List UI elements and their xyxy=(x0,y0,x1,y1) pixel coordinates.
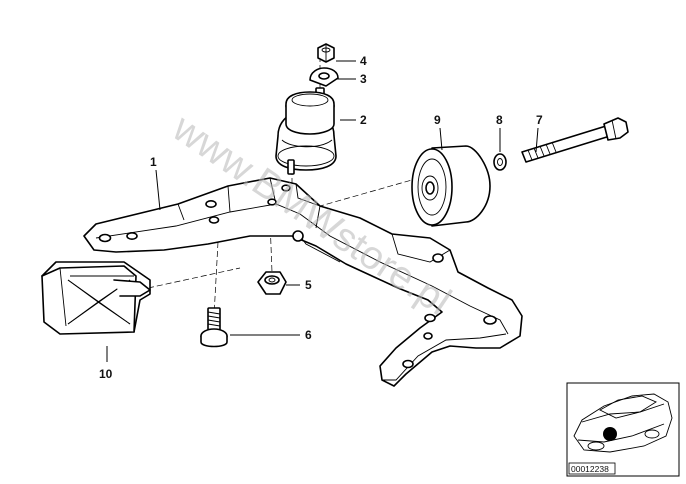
crossmember-icon[interactable] xyxy=(83,177,523,387)
car-silhouette-icon xyxy=(573,393,673,453)
callout-8[interactable]: 8 xyxy=(496,113,503,127)
roller-icon[interactable] xyxy=(411,145,491,227)
locator-thumbnail[interactable]: 00012238 xyxy=(566,382,680,477)
callout-4[interactable]: 4 xyxy=(360,54,367,68)
callout-10[interactable]: 10 xyxy=(99,367,113,381)
callout-2[interactable]: 2 xyxy=(360,113,367,127)
callout-3[interactable]: 3 xyxy=(360,72,367,86)
long-bolt-icon[interactable] xyxy=(521,117,629,163)
lower-nut-icon[interactable] xyxy=(257,271,287,295)
rubber-mount-icon[interactable] xyxy=(275,87,337,175)
callout-6[interactable]: 6 xyxy=(305,328,312,342)
nut-icon[interactable] xyxy=(317,43,335,63)
callout-5[interactable]: 5 xyxy=(305,278,312,292)
flat-washer-icon[interactable] xyxy=(493,153,507,171)
locator-marker xyxy=(603,427,617,441)
leader-lines xyxy=(106,60,539,362)
callout-1[interactable]: 1 xyxy=(150,155,157,169)
washer-icon[interactable] xyxy=(309,67,339,87)
short-bolt-icon[interactable] xyxy=(200,307,228,348)
callouts: 1 2 3 4 5 6 7 8 9 10 xyxy=(99,54,543,381)
buffer-icon[interactable] xyxy=(41,261,151,335)
callout-9[interactable]: 9 xyxy=(434,113,441,127)
callout-7[interactable]: 7 xyxy=(536,113,543,127)
reference-code: 00012238 xyxy=(571,464,609,474)
